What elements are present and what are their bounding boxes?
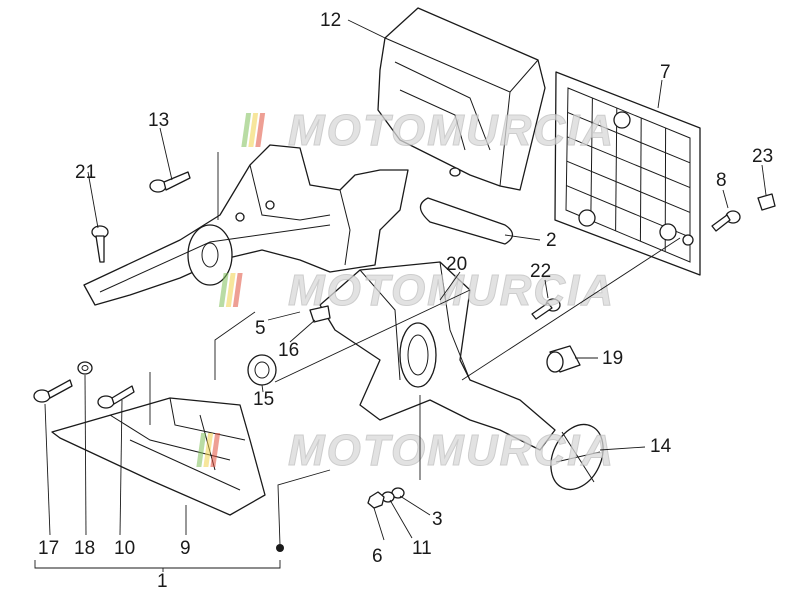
callout-2: 2 <box>546 230 557 251</box>
part-20-bracket <box>319 261 556 451</box>
leader-lines <box>34 19 767 572</box>
callout-19: 19 <box>602 348 623 369</box>
callout-5: 5 <box>255 318 266 339</box>
clip-23 <box>757 193 776 211</box>
callout-15: 15 <box>253 389 274 410</box>
part-15-grommet <box>247 354 277 386</box>
callout-labels: 12 7 13 21 23 8 2 20 22 5 16 19 15 14 3 … <box>38 10 773 592</box>
watermark-3: MOTOMURCIA <box>196 426 615 476</box>
callout-21: 21 <box>75 162 96 183</box>
bullet-dot <box>276 544 284 552</box>
callout-7: 10 <box>114 538 135 559</box>
screw-22 <box>531 298 561 320</box>
callout-17: 17 <box>38 538 59 559</box>
callout-18: 18 <box>74 538 95 559</box>
watermark: MOTOMURCIA MOTOMURCIA MOTOMURCIA <box>196 106 615 476</box>
callout-22: 22 <box>530 261 551 282</box>
screw-7 <box>97 385 135 409</box>
watermark-1: MOTOMURCIA <box>241 106 615 156</box>
callout-6: 9 <box>180 538 191 559</box>
washer-18 <box>77 361 93 375</box>
part-19-spacer <box>546 345 581 373</box>
rear-fender-upper <box>83 144 409 306</box>
screw-13 <box>149 171 191 193</box>
callout-3: 3 <box>432 509 443 530</box>
callout-16: 16 <box>278 340 299 361</box>
callout-13: 13 <box>148 110 169 131</box>
callout-9: 8 <box>716 170 727 191</box>
svg-text:MOTOMURCIA: MOTOMURCIA <box>288 266 615 315</box>
screw-17 <box>33 379 73 403</box>
callout-8: 7 <box>660 62 671 83</box>
part-16-clip <box>309 305 331 323</box>
watermark-2: MOTOMURCIA <box>218 266 615 316</box>
callout-23: 23 <box>752 146 773 167</box>
part-8-plate-grid <box>554 71 701 276</box>
callout-20: 20 <box>446 254 467 275</box>
callout-12: 12 <box>320 10 341 31</box>
screw-9 <box>711 210 741 232</box>
callout-10: 6 <box>372 546 383 567</box>
callout-1: 1 <box>157 571 168 592</box>
part-12-housing <box>377 7 546 191</box>
part-2-pad <box>419 197 514 245</box>
nuts-3-10-11 <box>367 487 405 509</box>
svg-text:MOTOMURCIA: MOTOMURCIA <box>288 106 615 155</box>
callout-11: 11 <box>412 538 432 559</box>
part-6-mudflap <box>51 397 266 516</box>
screw-21 <box>91 225 109 263</box>
part-14-reflector <box>550 423 604 491</box>
callout-14: 14 <box>650 436 672 457</box>
svg-text:MOTOMURCIA: MOTOMURCIA <box>288 426 615 475</box>
